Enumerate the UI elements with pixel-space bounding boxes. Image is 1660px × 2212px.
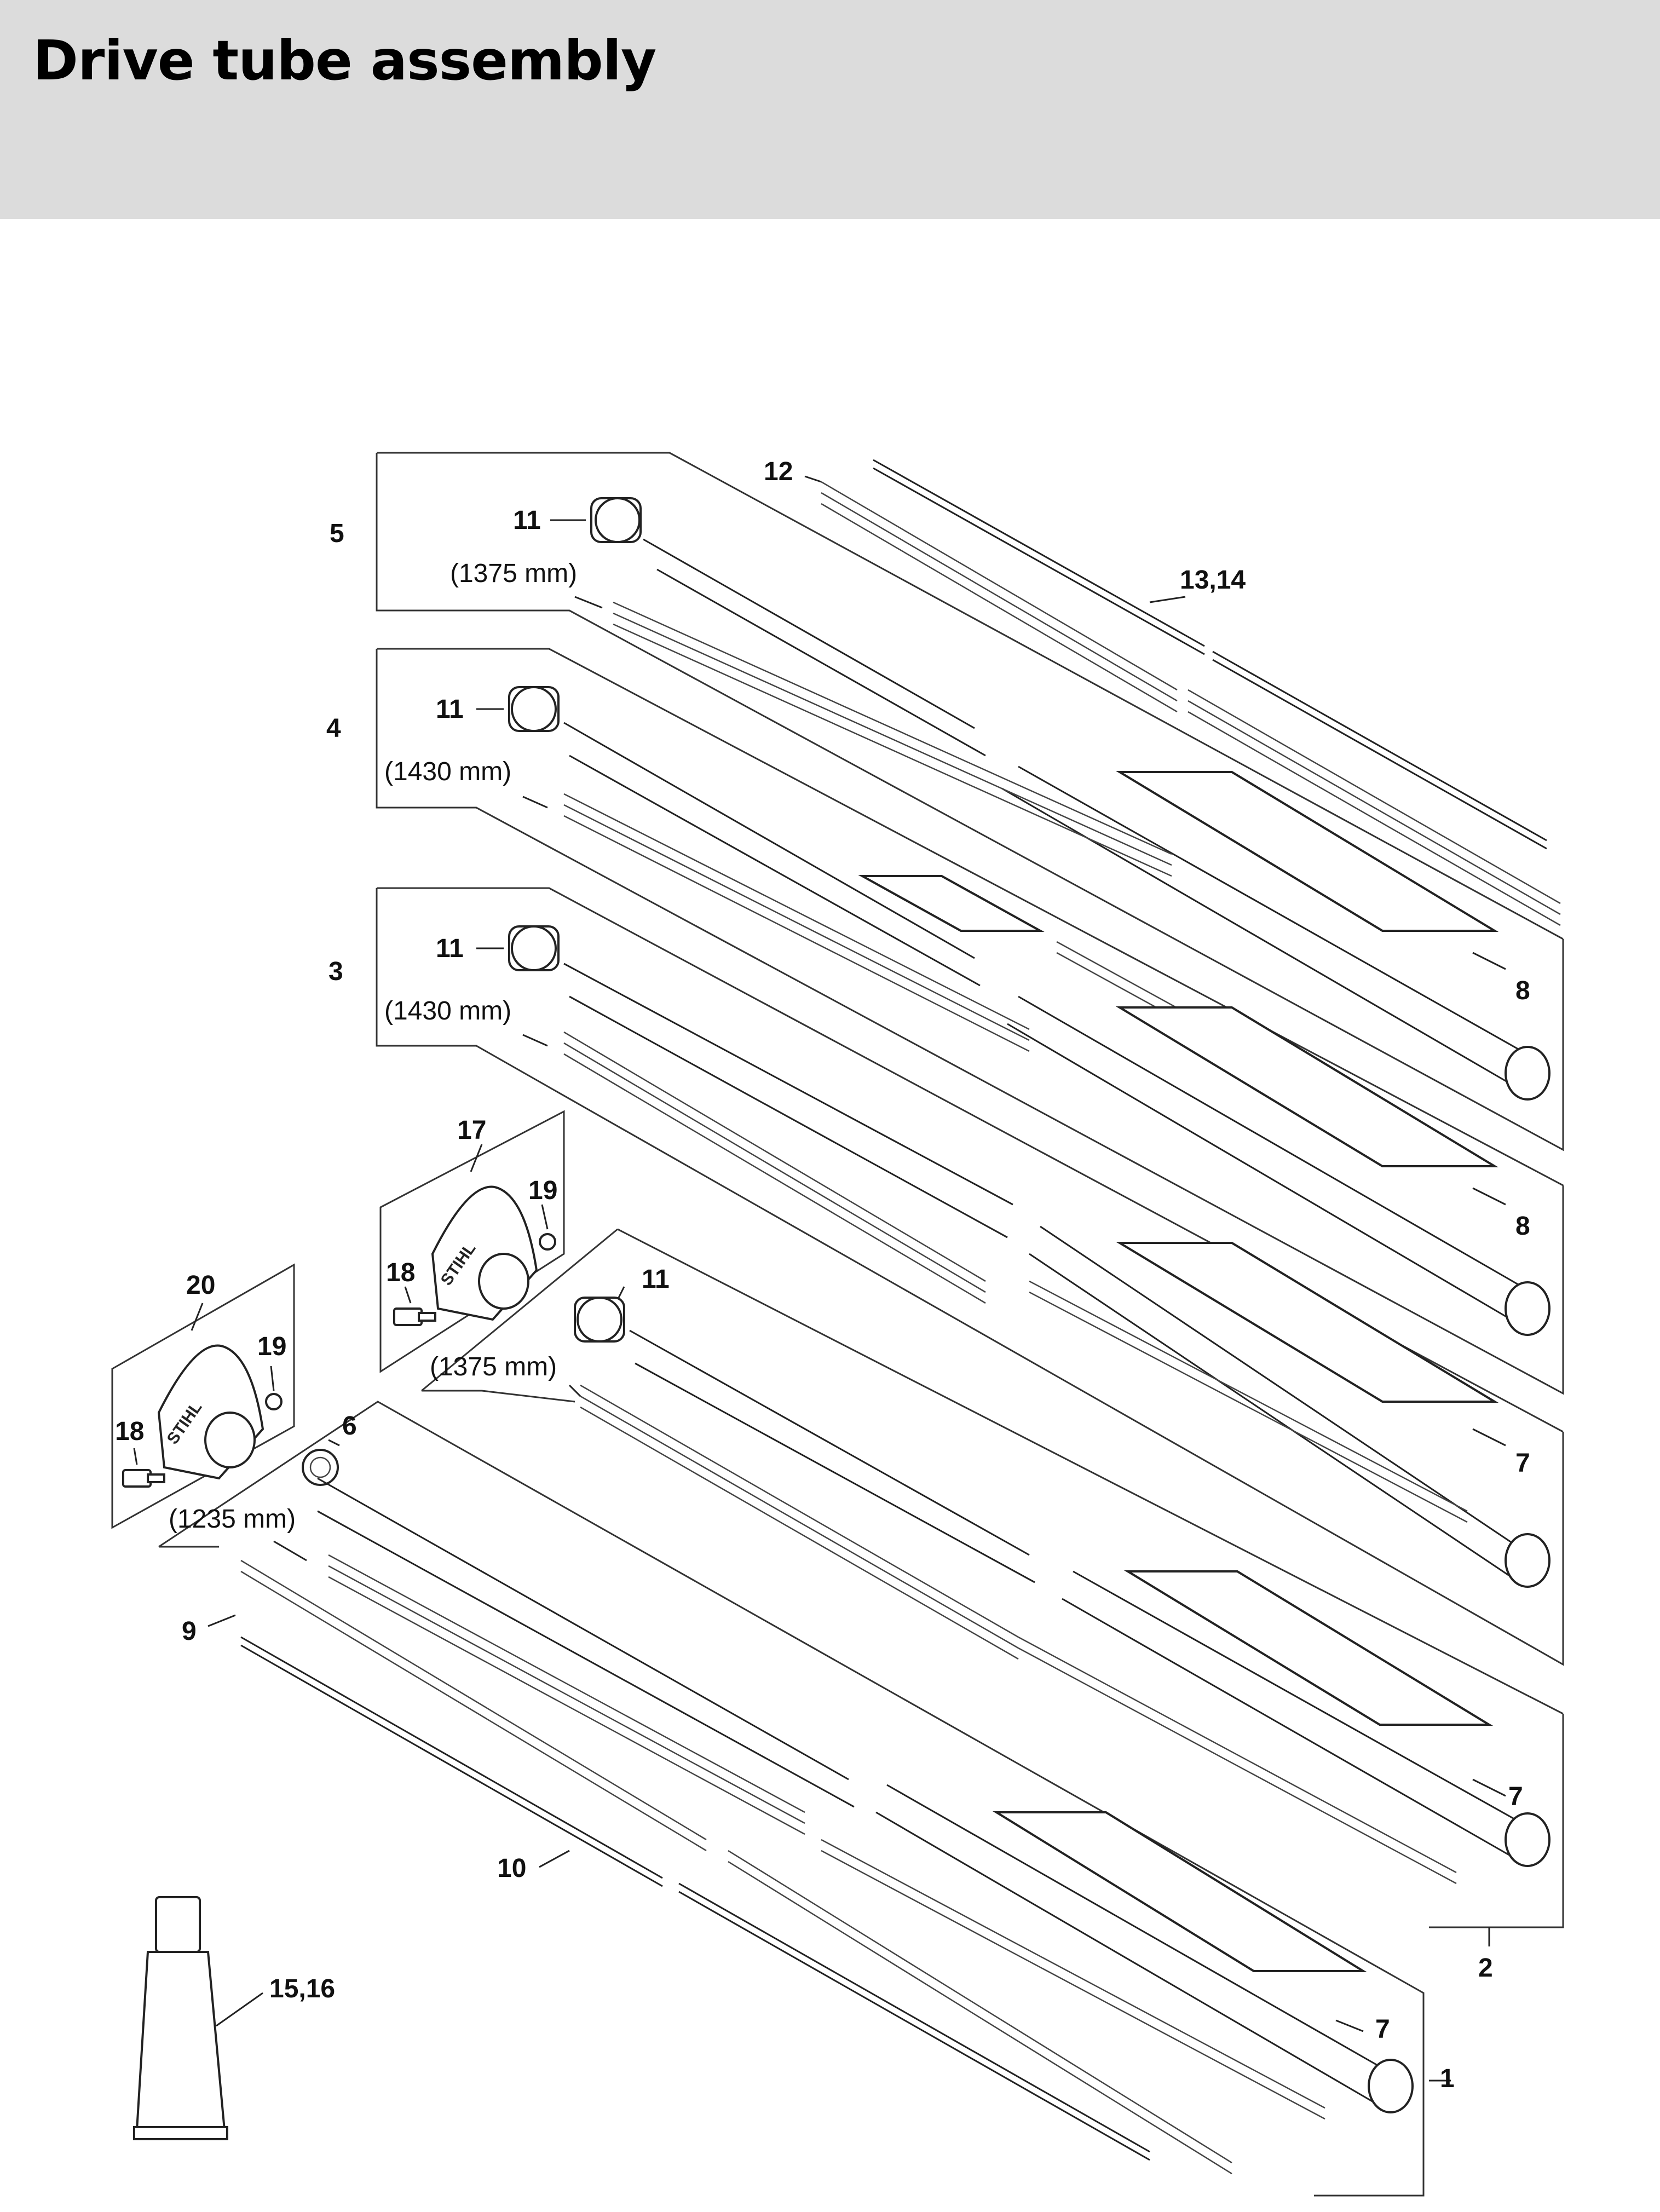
callout-11c: 11 — [436, 934, 464, 963]
callout-11a: 11 — [513, 506, 541, 535]
callout-4: 4 — [326, 714, 341, 743]
callout-9: 9 — [182, 1617, 197, 1646]
callout-8b: 8 — [1515, 1212, 1530, 1241]
bearing-sleeve-part — [240, 1559, 1232, 2175]
callout-15-16: 15,16 — [269, 1974, 335, 2003]
warning-decal-part — [1115, 1006, 1499, 1167]
callout-7c: 7 — [1375, 2015, 1390, 2044]
assembly-group-4 — [376, 648, 1564, 1395]
callout-18a: 18 — [386, 1258, 415, 1287]
outer-tube-part — [643, 538, 1551, 1101]
callout-1: 1 — [1440, 2064, 1455, 2093]
callout-10: 10 — [497, 1854, 526, 1883]
callout-2: 2 — [1478, 1954, 1493, 1983]
callout-7a: 7 — [1515, 1449, 1530, 1478]
header-bar: Drive tube assembly — [0, 0, 1660, 219]
grease-tube-part — [133, 1896, 263, 2140]
handle-part: STIHL — [431, 1185, 538, 1321]
nut-part — [265, 1393, 283, 1410]
callout-11b: 11 — [436, 695, 464, 724]
warning-decal-part — [1115, 771, 1499, 932]
flex-shaft-part — [240, 1636, 1150, 2161]
outer-tube-part — [563, 722, 1551, 1336]
warning-decal-part — [1115, 1242, 1499, 1403]
callout-17: 17 — [457, 1116, 486, 1145]
clamp-ring-part — [302, 1449, 339, 1486]
assembly-group-5 — [376, 452, 1564, 1151]
end-cap-part — [508, 925, 560, 971]
dimension-tube-1: (1235 mm) — [169, 1505, 296, 1534]
end-cap-part — [508, 686, 560, 732]
warning-decal-part — [858, 875, 1045, 932]
callout-11d: 11 — [642, 1265, 670, 1294]
assembly-group-1 — [158, 1401, 1451, 2197]
liner-part — [580, 1384, 1457, 1885]
assembly-group-2 — [421, 1228, 1564, 1946]
callout-labels: 1 2 3 4 5 6 7 7 7 8 8 9 10 11 11 11 11 1… — [115, 457, 1530, 2093]
outer-tube-part — [629, 1329, 1551, 1867]
dimension-tube-5: (1375 mm) — [450, 559, 577, 588]
liner-part — [613, 481, 1561, 926]
dimension-tube-4: (1430 mm) — [384, 757, 511, 786]
callout-18b: 18 — [115, 1417, 144, 1446]
callout-20: 20 — [186, 1271, 215, 1300]
handle-group-20: STIHL — [111, 1263, 295, 1529]
dimension-labels: (1375 mm) (1430 mm) (1430 mm) (1375 mm) … — [169, 559, 577, 1534]
callout-7b: 7 — [1508, 1782, 1523, 1811]
outer-tube-part — [317, 1477, 1414, 2113]
dimension-tube-2: (1375 mm) — [430, 1352, 557, 1381]
callout-8a: 8 — [1515, 976, 1530, 1005]
nut-part — [539, 1233, 556, 1251]
handle-part: STIHL — [157, 1344, 264, 1480]
screw-part — [393, 1307, 436, 1326]
end-cap-part — [574, 1297, 625, 1343]
warning-decal-part — [992, 1811, 1368, 1972]
end-cap-part — [590, 497, 642, 543]
screw-part — [122, 1469, 165, 1488]
page-title: Drive tube assembly — [33, 28, 656, 93]
warning-decal-part — [1123, 1570, 1494, 1726]
callout-3: 3 — [328, 957, 343, 986]
drive-shaft-part — [873, 459, 1547, 850]
callout-6: 6 — [342, 1412, 357, 1441]
liner-part — [563, 1031, 1468, 1523]
dimension-tube-3: (1430 mm) — [384, 996, 511, 1026]
outer-tube-part — [563, 963, 1551, 1588]
callout-5: 5 — [330, 519, 344, 548]
callout-19a: 19 — [528, 1176, 557, 1205]
liner-part — [328, 1554, 1325, 2120]
callout-13-14: 13,14 — [1180, 566, 1246, 595]
handle-group-17: STIHL — [379, 1110, 565, 1373]
callout-19b: 19 — [257, 1332, 286, 1361]
assembly-group-3 — [376, 887, 1564, 1666]
callout-12: 12 — [764, 457, 793, 486]
